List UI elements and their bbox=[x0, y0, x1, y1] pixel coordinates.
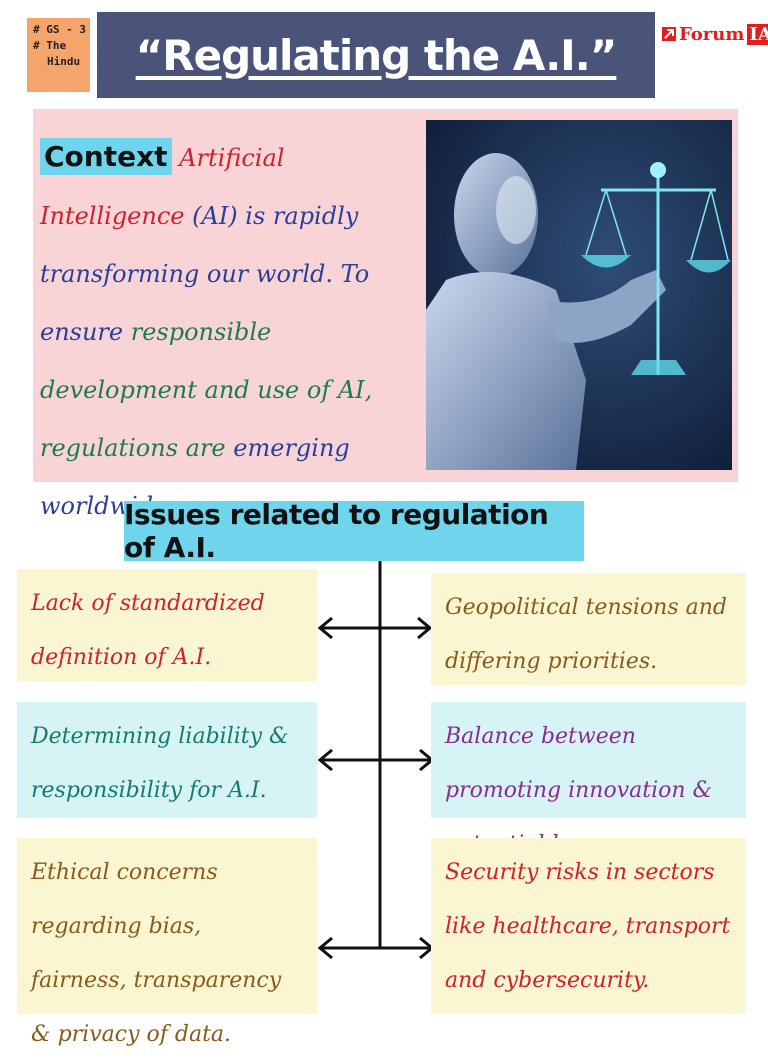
issue-right-1: Geopolitical tensions and differing prio… bbox=[431, 573, 746, 685]
context-segment-green: responsible development and use of AI, r… bbox=[40, 318, 373, 462]
context-segment-red: Artificial Intelligence bbox=[40, 144, 285, 230]
tag-line-3: Hindu bbox=[47, 55, 81, 68]
issue-left-1: Lack of standardized definition of A.I. bbox=[17, 569, 317, 681]
forumias-logo: Forum IAS bbox=[662, 22, 768, 46]
tag-line-1: # GS - 3 bbox=[33, 23, 86, 36]
context-segment-blue: (AI) is rapidly transforming our world. … bbox=[40, 202, 370, 346]
logo-ias: IAS bbox=[747, 23, 768, 45]
context-label: Context bbox=[40, 138, 172, 175]
issues-heading: Issues related to regulation of A.I. bbox=[124, 498, 584, 564]
title-bar: “Regulating the A.I.” bbox=[97, 12, 655, 98]
tag-line-2: # The bbox=[33, 39, 67, 52]
context-text: Context Artificial Intelligence (AI) is … bbox=[40, 128, 420, 535]
robot-justice-scale-image bbox=[426, 120, 732, 470]
issues-connector bbox=[317, 561, 435, 960]
issue-right-3: Security risks in sectors like healthcar… bbox=[431, 838, 746, 1014]
arrow-icon bbox=[662, 27, 676, 41]
issue-right-2: Balance between promoting innovation & p… bbox=[431, 702, 746, 857]
gs-tag: # GS - 3 # The Hindu bbox=[27, 18, 90, 92]
page-title: “Regulating the A.I.” bbox=[135, 30, 618, 80]
issue-left-3: Ethical concerns regarding bias, fairnes… bbox=[17, 838, 317, 1047]
issue-left-2: Determining liability & responsibility f… bbox=[17, 702, 317, 818]
logo-forum: Forum bbox=[679, 23, 745, 45]
